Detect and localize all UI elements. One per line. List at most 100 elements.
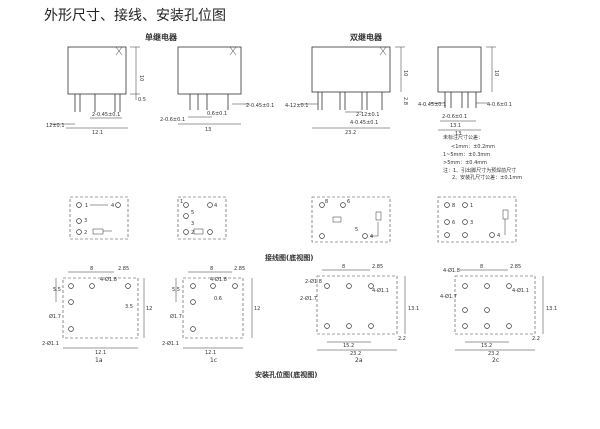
- w2c-pin-8: 8: [452, 203, 455, 209]
- sf-dim-height: 10: [138, 75, 144, 81]
- ds-dim-width-a: 13.1: [450, 123, 461, 129]
- m1a-d6: 12: [146, 306, 152, 312]
- sf-dim-width: 12.1: [92, 130, 103, 136]
- m2c-label: 2c: [492, 357, 499, 364]
- df-dim-pins-left: 4-12±0.1: [285, 103, 309, 109]
- w2a-pin-8: 8: [325, 199, 328, 205]
- df-dim-pins-bottom: 4-0.45±0.1: [350, 120, 378, 126]
- w2c-pin-1: 1: [470, 203, 473, 209]
- m1a-label: 1a: [95, 357, 103, 364]
- df-dim-pins-mid: 2-12±0.1: [356, 112, 380, 118]
- tolerance-line-2: 1~5mm：±0.3mm: [443, 152, 490, 158]
- sf-dim-gap: 0.5: [138, 97, 146, 103]
- w1a-pin-2: 2: [84, 230, 87, 236]
- sf-dim-pitch: 12±0.1: [46, 123, 65, 129]
- w1c-pin-1: 1: [180, 199, 183, 205]
- m2a-d6: 13.1: [408, 306, 419, 312]
- ss-dim-pin1: 2-0.45±0.1: [246, 103, 274, 109]
- w1c-pin-2: 2: [191, 230, 194, 236]
- m1c-d8: 12.1: [205, 350, 216, 356]
- m2a-d4: 4-Ø1.1: [372, 287, 389, 294]
- double-side-view: 10 4-0.45±0.1 4-0.6±0.1 2-0.6±0.1 13.1 1…: [418, 46, 512, 137]
- w2a-pin-5: 5: [355, 227, 358, 233]
- wiring-diagram-1a: 1 4 3 2: [69, 196, 129, 240]
- m2a-d5: 2-Ø1.7: [300, 295, 317, 302]
- m1c-d2: 2.85: [234, 266, 245, 272]
- ds-dim-pins-left: 4-0.45±0.1: [418, 102, 446, 108]
- tolerance-notes: 未标注尺寸公差： <1mm：±0.2mm 1~5mm：±0.3mm >5mm：±…: [443, 134, 522, 181]
- tolerance-note-2: 2、安装孔尺寸公差：±0.1mm: [452, 174, 522, 181]
- tolerance-line-1: <1mm：±0.2mm: [451, 144, 495, 150]
- m1c-d1: 8: [210, 266, 213, 272]
- ds-dim-pins-right: 4-0.6±0.1: [487, 102, 512, 108]
- single-relay-label: 单继电器: [145, 32, 178, 42]
- m2a-d8: 15.2: [343, 343, 354, 349]
- w1c-pin-5: 5: [191, 210, 194, 216]
- wiring-caption: 接线图(底视图): [265, 253, 313, 262]
- m1c-d3: 4-Ø1.8: [210, 276, 227, 283]
- wiring-diagram-2c: 8 1 6 3 4: [437, 196, 517, 243]
- w1c-pin-3: 3: [191, 221, 194, 227]
- double-front-view: 10 2.8 4-12±0.1 2-12±0.1 4-0.45±0.1 23.2: [285, 46, 408, 136]
- ss-dim-pitch: 0.6±0.1: [207, 111, 227, 117]
- m1a-d4: 5.5: [53, 287, 61, 293]
- w2a-pin-4: 4: [370, 234, 373, 240]
- m2c-d2: 2.85: [510, 264, 521, 270]
- m2a-d1: 8: [342, 264, 345, 270]
- df-dim-width: 23.2: [345, 130, 356, 136]
- ds-dim-pitch: 2-0.6±0.1: [442, 114, 467, 120]
- tolerance-note-1: 注：1、引出脚尺寸为预焊前尺寸: [443, 167, 516, 174]
- mounting-2c: 8 2.85 4-Ø1.8 4-Ø1.1 4-Ø1.7 13.1 2.2 15.…: [440, 264, 557, 364]
- m2c-d9: 23.2: [488, 351, 499, 357]
- w1a-pin-4: 4: [111, 203, 114, 209]
- m1c-d5: Ø1.7: [170, 313, 182, 320]
- df-dim-gap: 2.8: [402, 97, 408, 105]
- w1c-pin-4: 4: [214, 203, 217, 209]
- m2c-d3: 4-Ø1.8: [443, 267, 460, 274]
- w2a-pin-6: 6: [347, 199, 350, 205]
- ss-dim-width: 13: [205, 127, 211, 133]
- sf-dim-pins: 2-0.45±0.1: [92, 112, 120, 118]
- m1a-d9: 3.5: [125, 304, 133, 310]
- single-front-view: 10 0.5 12.1 2-0.45±0.1 12±0.1: [46, 46, 146, 136]
- m1c-d9: 0.6: [214, 296, 222, 302]
- df-dim-height: 10: [402, 70, 408, 76]
- mounting-2a: 8 2.85 2-Ø1.8 4-Ø1.1 2-Ø1.7 13.1 2.2 15.…: [300, 264, 419, 364]
- m2c-d7: 2.2: [532, 336, 540, 342]
- m1a-d8: 12.1: [95, 350, 106, 356]
- mounting-caption: 安装孔位图(底视图): [255, 370, 317, 379]
- w2c-pin-3: 3: [470, 220, 473, 226]
- m1a-d1: 8: [90, 266, 93, 272]
- w2c-pin-4: 4: [497, 233, 500, 239]
- mounting-1c: 8 2.85 4-Ø1.8 5.5 Ø1.7 12 2-Ø1.1 12.1 0.…: [162, 266, 260, 364]
- wiring-diagram-1c: 1 5 3 2 4: [177, 196, 227, 240]
- m2a-d3: 2-Ø1.8: [305, 278, 322, 285]
- m2a-d2: 2.85: [372, 264, 383, 270]
- wiring-diagram-2a: 8 6 4 5: [311, 196, 391, 243]
- m2c-d4: 4-Ø1.1: [512, 287, 529, 294]
- double-relay-label: 双继电器: [350, 32, 383, 42]
- mounting-1a: 8 2.85 4-Ø1.8 5.5 Ø1.7 12 2-Ø1.1 12.1 3.…: [42, 266, 152, 364]
- m1a-d7: 2-Ø1.1: [42, 340, 59, 347]
- w1a-pin-3: 3: [84, 218, 87, 224]
- m1a-d3: 4-Ø1.8: [100, 276, 117, 283]
- m2a-d7: 2.2: [398, 336, 406, 342]
- tolerance-heading: 未标注尺寸公差：: [443, 134, 483, 141]
- w1a-pin-1: 1: [85, 203, 88, 209]
- m2a-d9: 23.2: [350, 351, 361, 357]
- m2c-d6: 13.1: [546, 306, 557, 312]
- ss-dim-pin2: 2-0.6±0.1: [160, 117, 185, 123]
- m1c-label: 1c: [210, 357, 217, 364]
- m1a-d2: 2.85: [118, 266, 129, 272]
- m1c-d4: 5.5: [172, 287, 180, 293]
- m1c-d7: 2-Ø1.1: [162, 340, 179, 347]
- tolerance-line-3: >5mm：±0.4mm: [443, 160, 487, 166]
- m2c-d1: 8: [480, 264, 483, 270]
- w2c-pin-6: 6: [452, 220, 455, 226]
- m2c-d5: 4-Ø1.7: [440, 293, 457, 300]
- m1c-d6: 12: [254, 306, 260, 312]
- single-side-view: 2-0.45±0.1 2-0.6±0.1 0.6±0.1 13: [160, 46, 274, 133]
- page-title: 外形尺寸、接线、安装孔位图: [44, 8, 226, 24]
- ds-dim-height: 10: [493, 70, 499, 76]
